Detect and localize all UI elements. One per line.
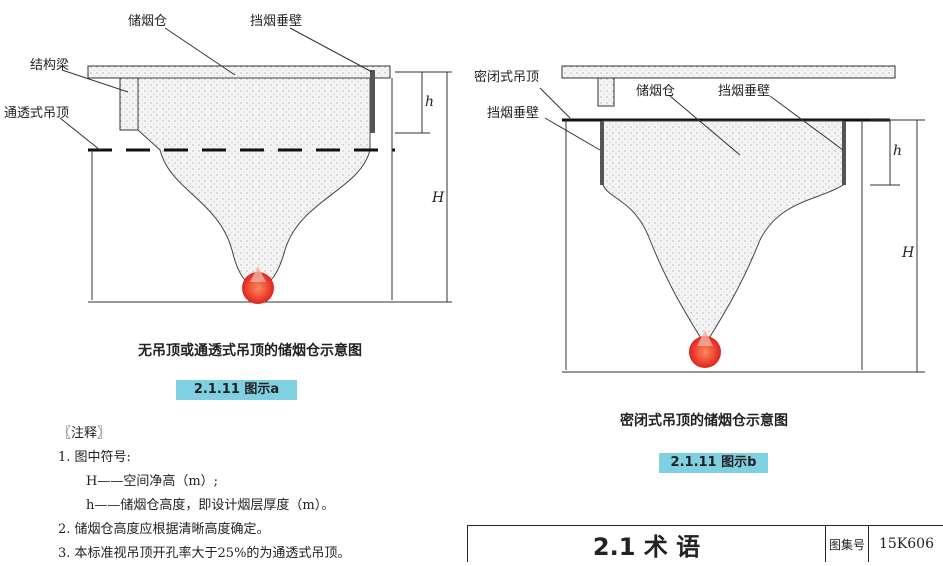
- smoke-reservoir: [137, 77, 371, 289]
- leader-lines: [59, 27, 373, 151]
- figure-badge-a: 2.1.11 图示a: [176, 380, 297, 400]
- caption-a: 无吊顶或通透式吊顶的储烟仓示意图: [138, 343, 362, 359]
- caption-b: 密闭式吊顶的储烟仓示意图: [620, 413, 788, 429]
- note-3: 3. 本标准视吊顶开孔率大于25%的为通透式吊顶。: [58, 546, 351, 561]
- dim-H-a: H: [432, 190, 445, 206]
- notes: 〖注释〗 1. 图中符号: H——空间净高（m）; h——储烟仓高度，即设计烟层…: [58, 422, 350, 566]
- ceiling-slab: [87, 65, 391, 79]
- smoke-curtain-right: [842, 121, 846, 185]
- diagram-a: [59, 27, 452, 304]
- label-smoke-curtain-b-right: 挡烟垂壁: [718, 84, 771, 99]
- fire-icon: [242, 272, 274, 304]
- smoke-curtain: [370, 70, 375, 133]
- label-smoke-reservoir-a: 储烟仓: [128, 14, 168, 29]
- dimension-lines: [870, 119, 925, 372]
- section-title: 2.1 术 语: [468, 526, 826, 562]
- structural-beam: [597, 77, 615, 107]
- note-2: 2. 储烟仓高度应根据清晰高度确定。: [58, 522, 270, 537]
- title-block: 2.1 术 语 图集号 15K606: [467, 525, 943, 562]
- figure-badge-b: 2.1.11 图示b: [659, 453, 768, 473]
- atlas-number: 15K606: [879, 536, 934, 552]
- atlas-label: 图集号: [826, 526, 869, 562]
- label-smoke-reservoir-b: 储烟仓: [636, 84, 676, 99]
- note-1: 1. 图中符号:: [58, 450, 131, 465]
- note-1b: h——储烟仓高度，即设计烟层厚度（m）。: [86, 498, 335, 513]
- dim-h-b: h: [893, 143, 903, 159]
- label-open-ceiling: 通透式吊顶: [4, 106, 70, 121]
- label-closed-ceiling: 密闭式吊顶: [474, 70, 540, 85]
- note-1a: H——空间净高（m）;: [86, 474, 219, 489]
- notes-heading: 〖注释〗: [58, 426, 111, 441]
- structural-beam: [119, 77, 139, 131]
- smoke-curtain-left: [600, 121, 604, 185]
- ceiling-slab: [561, 65, 896, 79]
- leader-lines: [539, 87, 844, 156]
- fire-icon: [689, 336, 721, 368]
- diagram-b: [539, 65, 925, 373]
- dim-H-b: H: [902, 245, 915, 261]
- smoke-reservoir: [602, 120, 844, 346]
- dim-h-a: h: [425, 94, 435, 110]
- label-smoke-curtain-b-left: 挡烟垂壁: [487, 106, 540, 121]
- dimension-lines: [395, 71, 452, 302]
- label-smoke-curtain-a: 挡烟垂壁: [250, 14, 303, 29]
- label-beam: 结构梁: [30, 58, 70, 73]
